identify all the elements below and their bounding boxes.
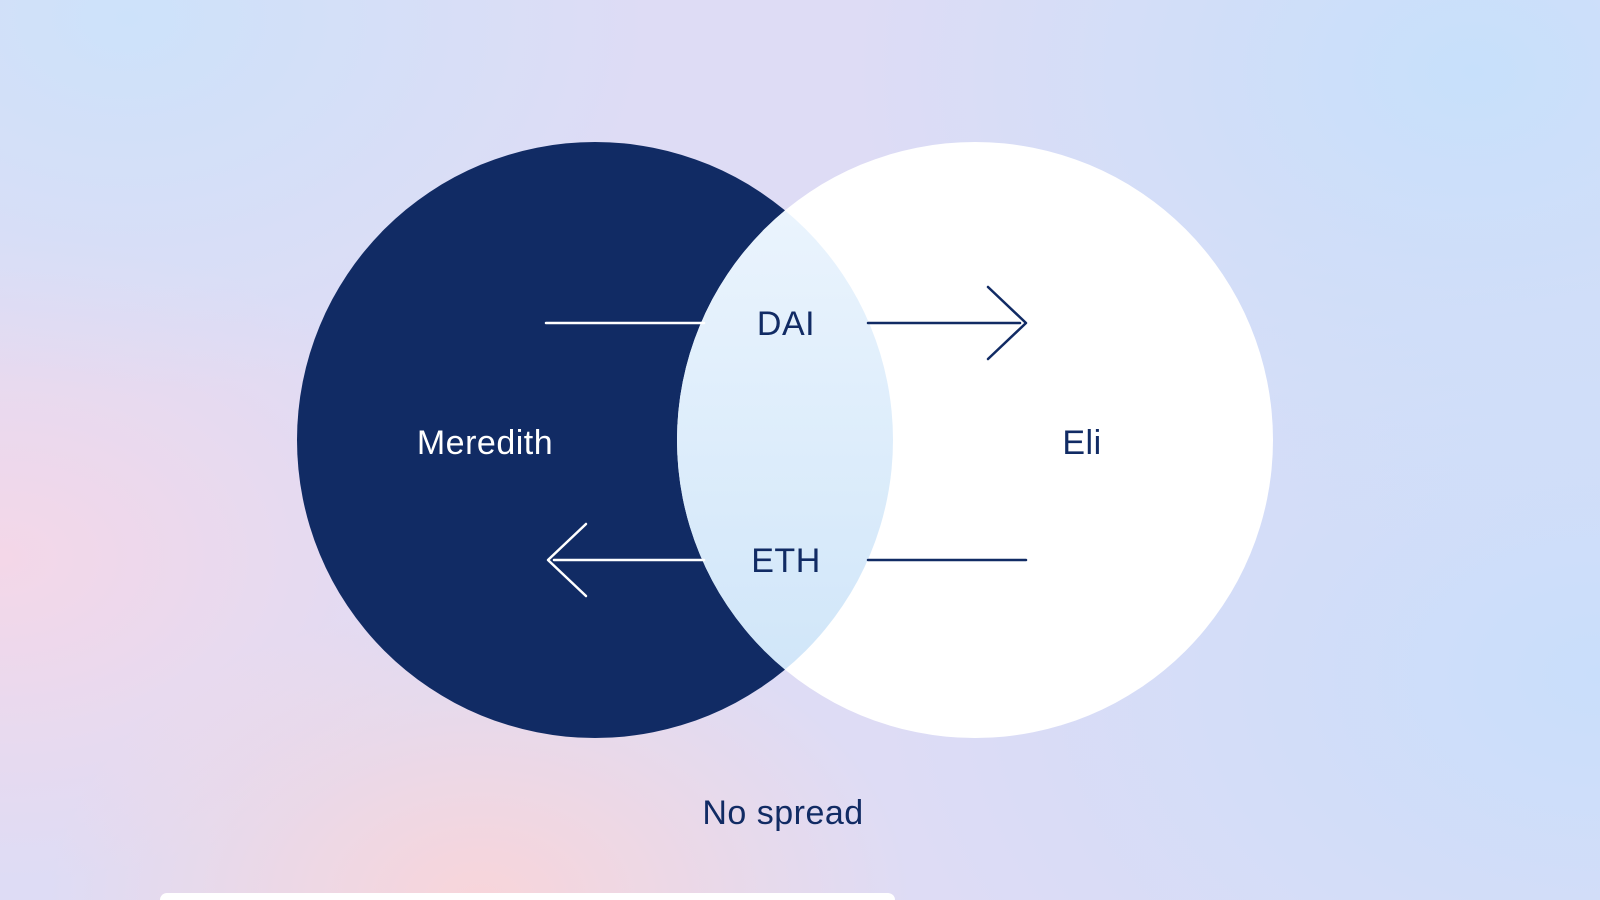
eth-arrow bbox=[546, 522, 1028, 598]
eth-arrowhead-icon bbox=[546, 522, 588, 598]
eth-label: ETH bbox=[751, 542, 821, 580]
bottom-sheet-edge bbox=[160, 893, 895, 900]
caption-no-spread: No spread bbox=[702, 794, 863, 832]
overlap-lens bbox=[677, 142, 893, 738]
dai-label: DAI bbox=[757, 305, 815, 343]
eli-label: Eli bbox=[1062, 424, 1101, 462]
dai-arrowhead-icon bbox=[986, 285, 1028, 361]
dai-arrow bbox=[544, 285, 1028, 361]
meredith-label: Meredith bbox=[417, 424, 553, 462]
